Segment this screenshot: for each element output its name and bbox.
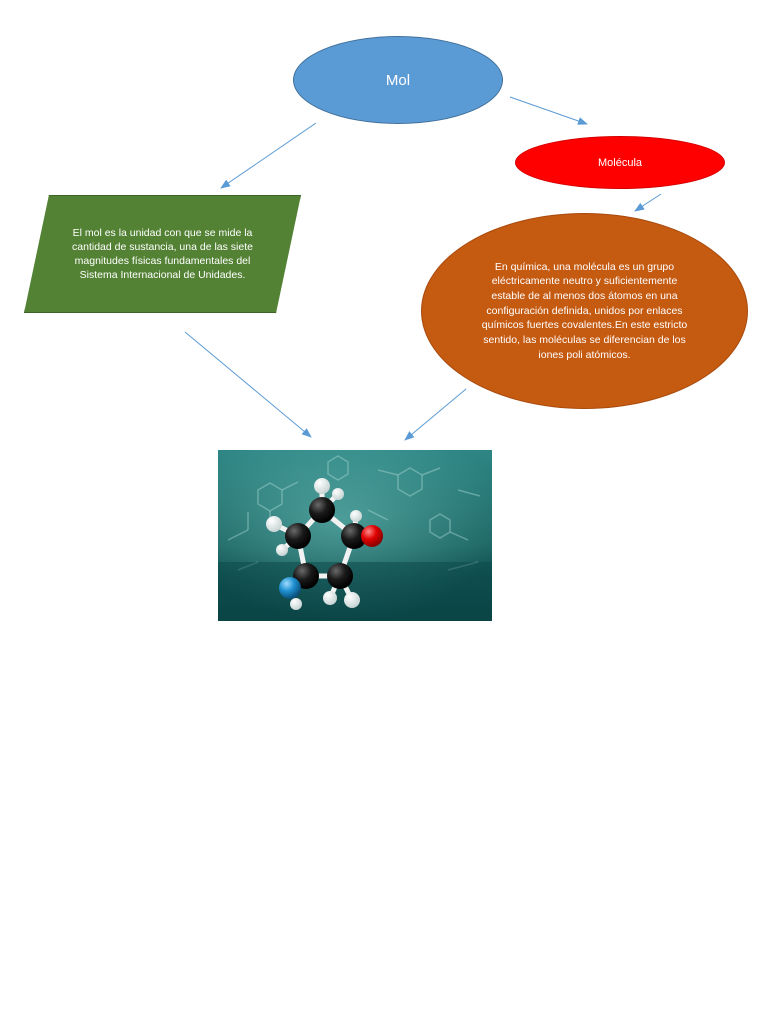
arrow-molecula-to-molecula-definition xyxy=(634,193,662,212)
molecula-definition-text: En química, una molécula es un grupo elé… xyxy=(481,260,688,361)
molecule-model-image xyxy=(218,450,492,621)
arrow-mol-to-mol-definition xyxy=(220,122,317,189)
mol-definition-node: El mol es la unidad con que se mide la c… xyxy=(24,195,301,313)
molecula-node-label: Molécula xyxy=(597,156,643,169)
mol-definition-parallelogram xyxy=(24,195,301,313)
molecula-node: Molécula xyxy=(515,136,725,189)
arrow-mol-definition-to-image xyxy=(184,331,312,438)
arrow-molecula-definition-to-image xyxy=(404,388,467,441)
mol-node: Mol xyxy=(293,36,503,124)
molecula-definition-node: En química, una molécula es un grupo elé… xyxy=(421,213,748,409)
table-surface xyxy=(218,562,492,621)
mol-node-label: Mol xyxy=(385,71,411,89)
arrow-mol-to-molecula xyxy=(509,96,588,125)
molecule-atoms xyxy=(266,478,383,610)
mol-definition-text: El mol es la unidad con que se mide la c… xyxy=(72,226,253,282)
